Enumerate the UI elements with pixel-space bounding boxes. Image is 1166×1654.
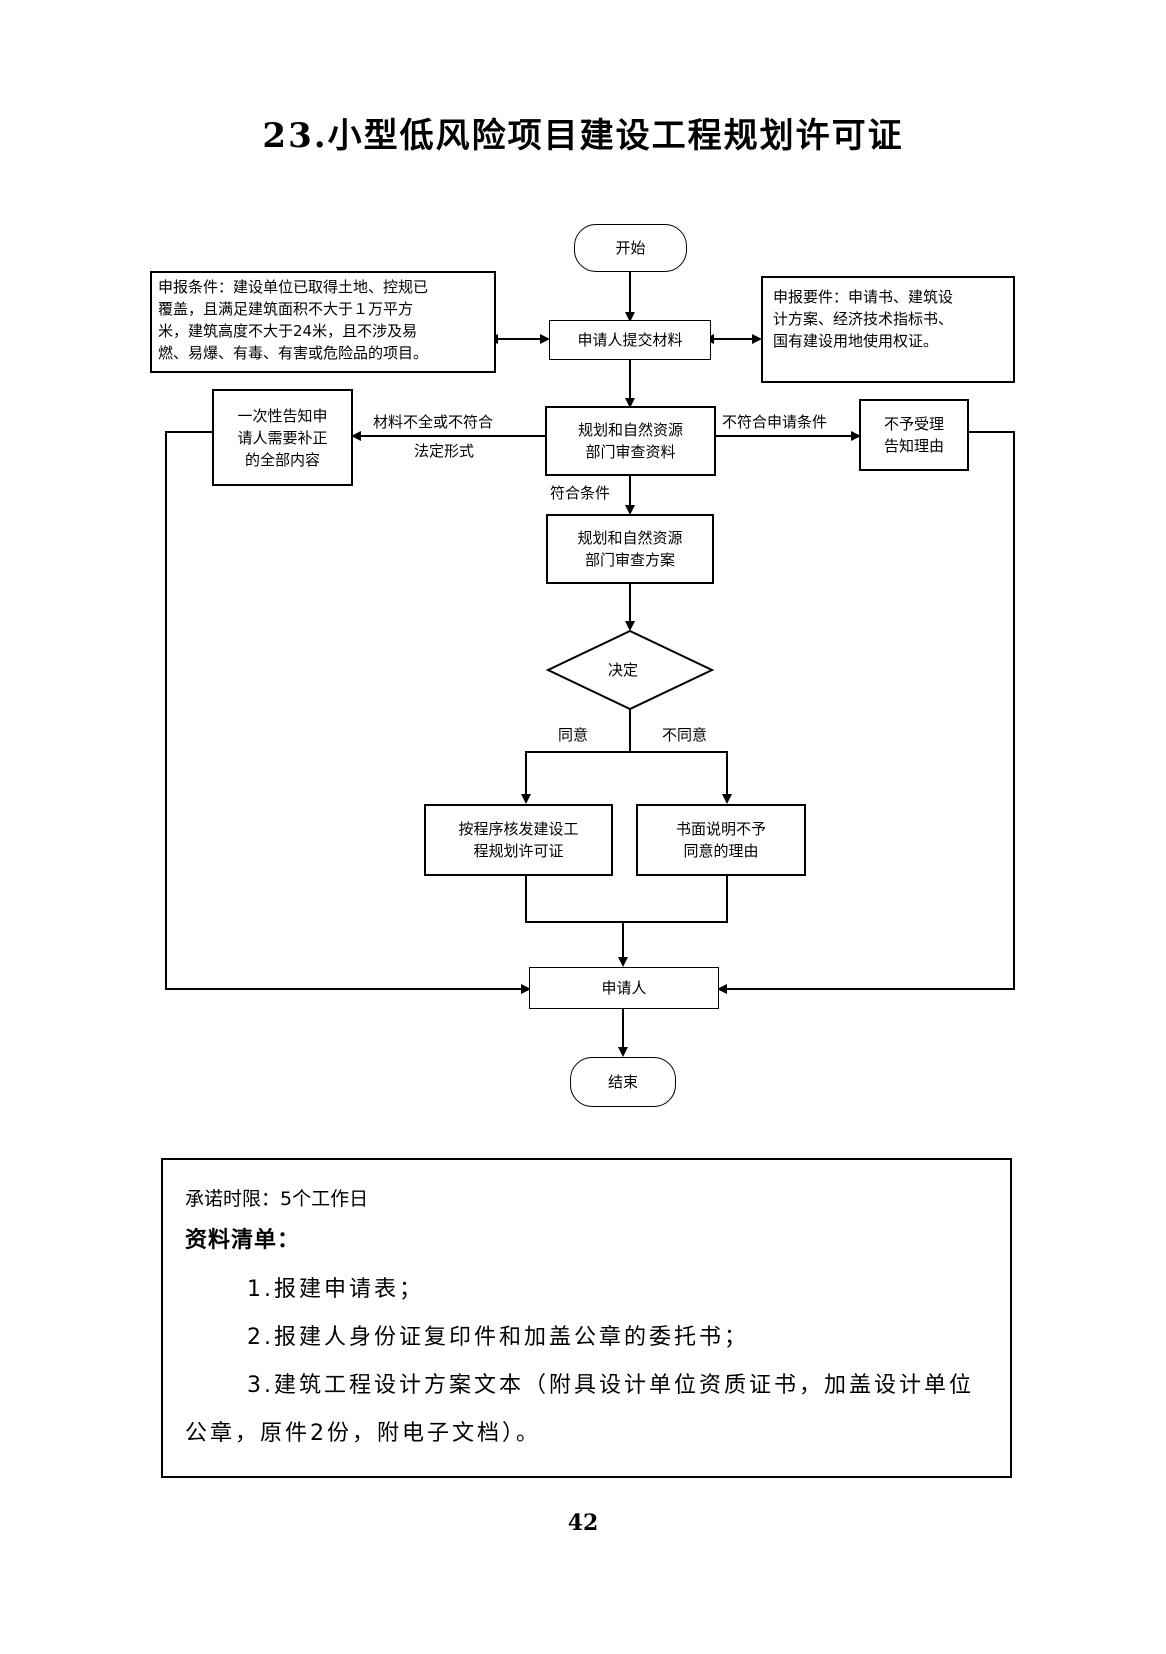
arrow-disagree — [630, 751, 732, 804]
eligible-label: 符合条件 — [550, 484, 611, 502]
arrow-reject-applicant — [717, 431, 1015, 994]
list-item: 3.建筑工程设计方案文本（附具设计单位资质证书，加盖设计单位公章，原件2份，附电… — [185, 1373, 974, 1446]
requirements-note: 申报要件：申请书、建筑设 计方案、经济技术指标书、 国有建设用地使用权证。 — [761, 276, 1015, 383]
materials-list-title: 资料清单： — [185, 1228, 301, 1253]
deadline-text: 承诺时限：5个工作日 — [185, 1188, 369, 1210]
review-materials-node: 规划和自然资源 部门审查资料 — [545, 406, 716, 476]
decision-label: 决定 — [608, 661, 639, 679]
disagree-label: 不同意 — [662, 726, 708, 744]
list-item: 2.报建人身份证复印件和加盖公章的委托书； — [247, 1325, 749, 1350]
page-title: 23.小型低风险项目建设工程规划许可证 — [262, 116, 904, 156]
list-item: 1.报建申请表； — [247, 1277, 424, 1302]
submit-materials-node: 申请人提交材料 — [549, 320, 711, 360]
written-reason-node: 书面说明不予 同意的理由 — [636, 804, 806, 876]
decision-diamond — [545, 629, 715, 711]
notify-once-node: 一次性告知申 请人需要补正 的全部内容 — [212, 389, 353, 486]
arrow-notify-applicant — [165, 431, 531, 994]
incomplete-label-1: 材料不全或不符合 — [373, 413, 494, 431]
conditions-note: 申报条件：建设单位已取得土地、控规已 覆盖，且满足建筑面积不大于１万平方 米，建… — [150, 271, 496, 373]
arrow-agree — [521, 751, 630, 804]
reject-node: 不予受理 告知理由 — [859, 399, 969, 471]
applicant-node: 申请人 — [529, 967, 719, 1009]
info-box: 承诺时限：5个工作日 资料清单： 1.报建申请表； 2.报建人身份证复印件和加盖… — [161, 1158, 1012, 1478]
incomplete-label-2: 法定形式 — [414, 442, 475, 460]
page-number: 42 — [567, 1510, 599, 1536]
issue-permit-node: 按程序核发建设工 程规划许可证 — [424, 804, 613, 876]
flowchart-connectors — [165, 272, 1015, 1057]
not-eligible-label: 不符合申请条件 — [722, 413, 828, 431]
end-node: 结束 — [570, 1057, 676, 1107]
start-node: 开始 — [574, 224, 687, 272]
agree-label: 同意 — [558, 726, 589, 744]
review-plan-node: 规划和自然资源 部门审查方案 — [546, 514, 714, 584]
